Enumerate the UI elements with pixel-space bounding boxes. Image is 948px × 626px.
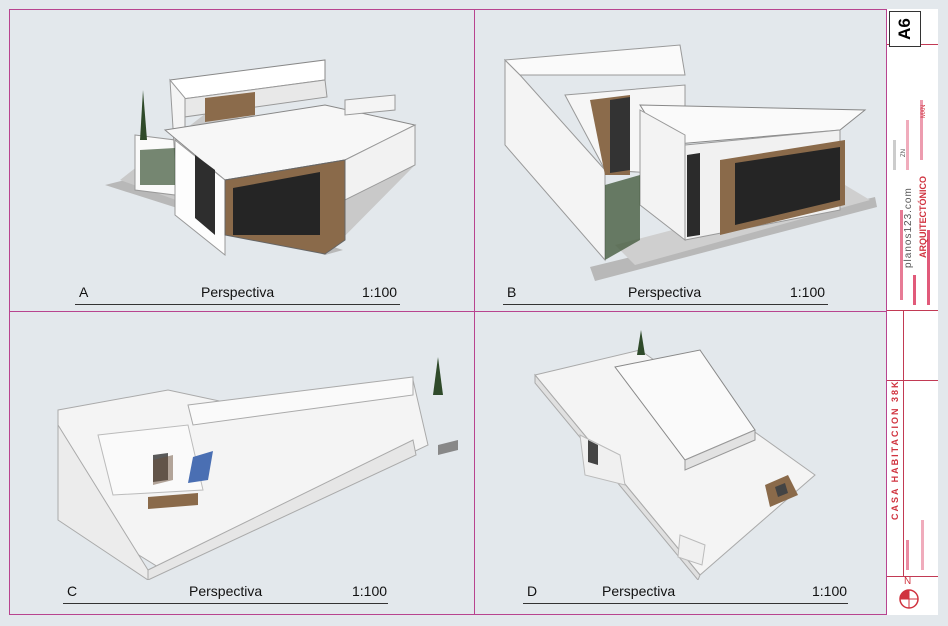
panel-title: Perspectiva (602, 583, 676, 599)
caption-c: C Perspectiva 1:100 (63, 583, 388, 604)
mini-text-zn: ZN (901, 149, 907, 157)
perspective-d-view (534, 330, 816, 580)
perspective-b-view (503, 44, 877, 281)
north-label: N (904, 576, 912, 587)
panel-title: Perspectiva (201, 284, 275, 300)
panel-id: B (507, 284, 517, 300)
panel-id: D (527, 583, 538, 599)
title-block (886, 9, 938, 615)
tb-bar (906, 540, 909, 570)
tb-bar (893, 140, 896, 170)
panel-scale: 1:100 (812, 583, 848, 599)
north-icon (899, 589, 919, 609)
perspective-c-view (57, 357, 458, 580)
panel-scale: 1:100 (352, 583, 388, 599)
sheet-number: A6 (889, 11, 921, 47)
panel-id: C (67, 583, 78, 599)
tb-bar (900, 210, 903, 300)
vertical-divider (474, 9, 475, 615)
tb-bar (906, 120, 909, 170)
tb-section-mid (887, 311, 938, 381)
project-title: CASA HABITACION 38K (890, 379, 900, 520)
tb-section-logo (887, 45, 938, 311)
north-arrow: N (896, 576, 922, 610)
panel-title: Perspectiva (189, 583, 263, 599)
tb-bar (913, 275, 916, 305)
tb-bar (921, 520, 924, 570)
drawing-type-text: ARQUITECTÓNICO (918, 176, 928, 258)
tb-bar (920, 100, 923, 160)
mini-text-mxn: MXN (921, 104, 927, 118)
caption-a: A Perspectiva 1:100 (75, 284, 400, 305)
caption-b: B Perspectiva 1:100 (503, 284, 828, 305)
perspective-a-view (105, 59, 417, 257)
tb-section-project (887, 381, 938, 577)
caption-d: D Perspectiva 1:100 (523, 583, 848, 604)
horizontal-divider (9, 311, 887, 312)
panel-scale: 1:100 (362, 284, 398, 300)
sheet-border (9, 9, 937, 615)
panel-title: Perspectiva (628, 284, 702, 300)
panel-id: A (79, 284, 89, 300)
panel-scale: 1:100 (790, 284, 826, 300)
tb-vertical-rule (903, 311, 904, 577)
website-text: planos123.com (903, 187, 914, 268)
tb-bar (927, 230, 930, 305)
sheet-number-text: A6 (894, 18, 914, 40)
